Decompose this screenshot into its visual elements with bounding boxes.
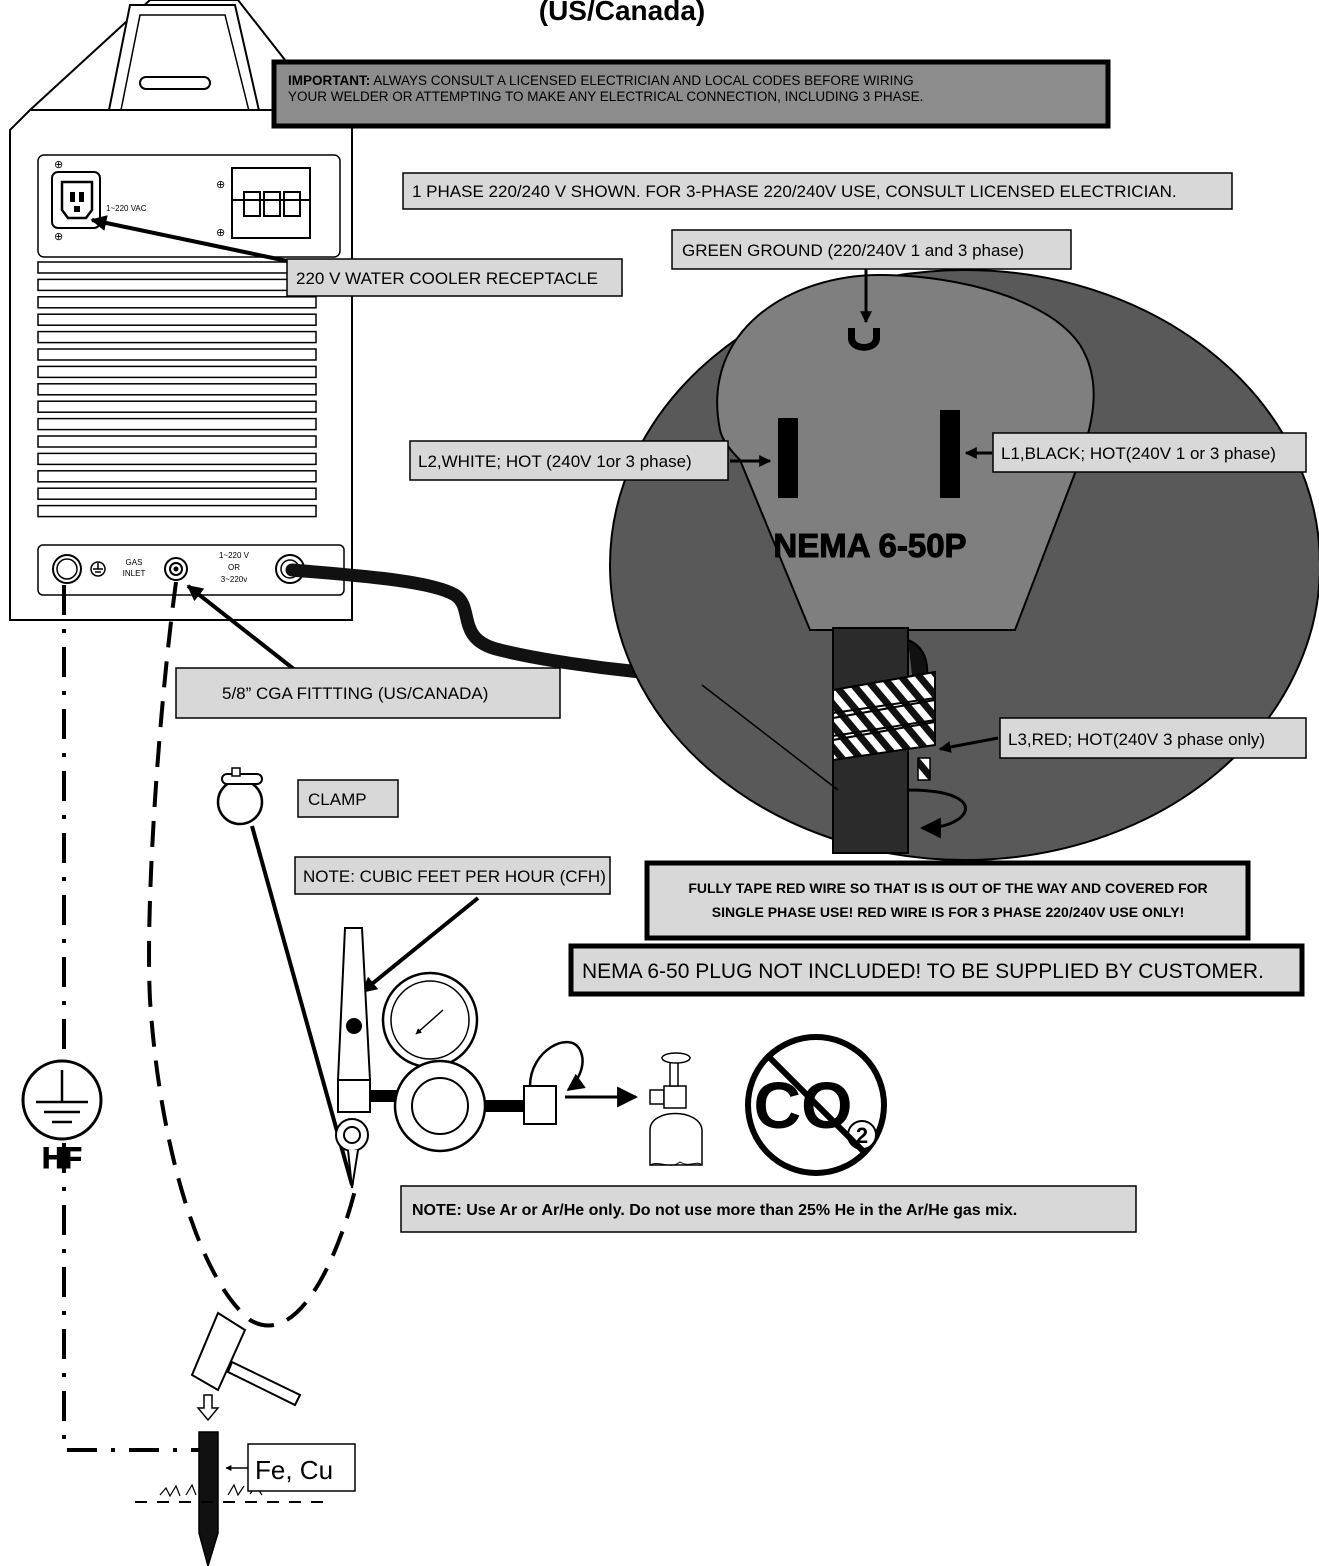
l2-label-text: L2,WHITE; HOT (240V 1or 3 phase) [418, 452, 692, 471]
l1-pin [940, 410, 960, 498]
cga-label-text: 5/8” CGA FITTTING (US/CANADA) [222, 684, 488, 703]
svg-text:IMPORTANT: ALWAYS CONSULT A LI: IMPORTANT: ALWAYS CONSULT A LICENSED ELE… [288, 73, 914, 88]
gas-inlet-label-2: INLET [123, 569, 146, 578]
green-ground-label: GREEN GROUND (220/240V 1 and 3 phase) [671, 229, 1072, 270]
important-line-2: YOUR WELDER OR ATTEMPTING TO MAKE ANY EL… [288, 89, 923, 104]
l3-label: L3,RED; HOT(240V 3 phase only) [999, 717, 1307, 759]
cga-arrow [186, 584, 297, 672]
screw-icon: ⊕ [216, 179, 225, 191]
water-cooler-arrow [90, 215, 293, 264]
ground-rod [135, 1431, 325, 1566]
cga-label: 5/8” CGA FITTTING (US/CANADA) [175, 667, 561, 719]
vent-slot [37, 417, 317, 431]
vent-slot [37, 435, 317, 448]
gas-inlet-label-1: GAS [126, 558, 143, 567]
welder-unit: ⊕ ⊕ 1~220 VAC ⊕ ⊕ GAS IN [9, 0, 353, 621]
plug-not-included-note: NEMA 6-50 PLUG NOT INCLUDED! TO BE SUPPL… [568, 943, 1305, 997]
phase-note-text: 1 PHASE 220/240 V SHOWN. FOR 3-PHASE 220… [412, 182, 1177, 201]
vent-slot [37, 470, 317, 483]
co2-text: CO [754, 1068, 853, 1142]
hammer-icon [190, 1311, 302, 1422]
clamp-label-text: CLAMP [308, 790, 367, 809]
hf-label: HF [42, 1142, 82, 1175]
ground-wire [62, 585, 205, 1452]
screw-icon: ⊕ [216, 227, 225, 239]
vent-slot [37, 278, 317, 292]
co2-subscript: 2 [856, 1123, 868, 1148]
cfh-note: NOTE: CUBIC FEET PER HOUR (CFH) [294, 856, 611, 895]
vent-slot [37, 452, 317, 466]
l2-label: L2,WHITE; HOT (240V 1or 3 phase) [409, 440, 729, 481]
electrical-tape [832, 670, 936, 762]
gas-cylinder-icon [649, 1052, 703, 1166]
tape-note-line-2: SINGLE PHASE USE! RED WIRE IS FOR 3 PHAS… [712, 904, 1185, 920]
important-line-1: ALWAYS CONSULT A LICENSED ELECTRICIAN AN… [370, 73, 913, 88]
vent-slot [37, 504, 317, 518]
l1-label-text: L1,BLACK; HOT(240V 1 or 3 phase) [1001, 444, 1276, 463]
no-co2-icon: CO 2 [745, 1034, 887, 1176]
water-cooler-label: 220 V WATER COOLER RECEPTACLE [286, 258, 623, 297]
important-banner: IMPORTANT: ALWAYS CONSULT A LICENSED ELE… [271, 59, 1111, 129]
cooling-vents [37, 261, 317, 518]
gas-inlet-fitting [164, 557, 188, 581]
vent-slot [37, 296, 317, 309]
water-cooler-receptacle: ⊕ ⊕ 1~220 VAC [51, 159, 147, 243]
gas-note-text: NOTE: Use Ar or Ar/He only. Do not use m… [412, 1202, 1017, 1219]
plug-not-included-text: NEMA 6-50 PLUG NOT INCLUDED! TO BE SUPPL… [582, 960, 1264, 983]
nema-plug-label: NEMA 6-50P [773, 527, 966, 564]
wrap-arrow-icon [907, 788, 967, 839]
flow-ball [346, 1018, 362, 1034]
tighten-arrow-icon [528, 1040, 586, 1092]
clamp-line [250, 825, 354, 1186]
gas-note: NOTE: Use Ar or Ar/He only. Do not use m… [400, 1185, 1137, 1233]
vent-slot [37, 487, 317, 500]
ground-symbol-icon [90, 561, 106, 577]
l3-label-text: L3,RED; HOT(240V 3 phase only) [1008, 730, 1265, 749]
regulator-flowmeter [335, 927, 639, 1189]
hose-clamp-icon [216, 767, 264, 826]
l1-label: L1,BLACK; HOT(240V 1 or 3 phase) [992, 432, 1307, 473]
ground-rod-label-text: Fe, Cu [255, 1455, 333, 1485]
l2-pin [778, 418, 798, 498]
power-label-2: OR [228, 563, 240, 572]
vent-slot [37, 365, 317, 379]
important-prefix: IMPORTANT: [288, 73, 370, 88]
ground-rod-label: Fe, Cu [247, 1443, 356, 1492]
breaker-switch: ⊕ ⊕ [216, 167, 311, 239]
power-label-3: 3~220v [221, 575, 247, 584]
screw-icon: ⊕ [54, 159, 63, 171]
ground-pin [848, 328, 880, 351]
diagram-title: (US/Canada) [539, 0, 705, 26]
tape-note-line-1: FULLY TAPE RED WIRE SO THAT IS IS OUT OF… [688, 880, 1207, 896]
tape-note: FULLY TAPE RED WIRE SO THAT IS IS OUT OF… [644, 860, 1251, 941]
hf-ground-icon: HF [21, 1059, 103, 1176]
nema-plug: NEMA 6-50P [609, 269, 1319, 861]
phase-note: 1 PHASE 220/240 V SHOWN. FOR 3-PHASE 220… [402, 172, 1233, 210]
power-cord [285, 563, 647, 679]
vent-slot [37, 348, 317, 361]
receptacle-voltage: 1~220 VAC [106, 204, 147, 213]
vent-slot [37, 383, 317, 396]
l3-arrow [938, 736, 999, 753]
gas-hose [147, 581, 357, 1328]
power-label-1: 1~220 V [219, 551, 250, 560]
vent-slot [37, 330, 317, 344]
cfh-note-text: NOTE: CUBIC FEET PER HOUR (CFH) [303, 867, 606, 886]
vent-slot [37, 400, 317, 413]
water-cooler-label-text: 220 V WATER COOLER RECEPTACLE [296, 269, 598, 288]
flow-tube [336, 927, 372, 1081]
clamp-label: CLAMP [297, 779, 399, 818]
green-ground-label-text: GREEN GROUND (220/240V 1 and 3 phase) [682, 241, 1024, 260]
work-connector [52, 554, 82, 584]
vent-slot [37, 261, 317, 274]
vent-slot [37, 313, 317, 326]
red-wire-taped [917, 757, 931, 781]
cfh-arrow [360, 896, 480, 994]
screw-icon: ⊕ [54, 231, 63, 243]
handle-grip [139, 76, 211, 90]
